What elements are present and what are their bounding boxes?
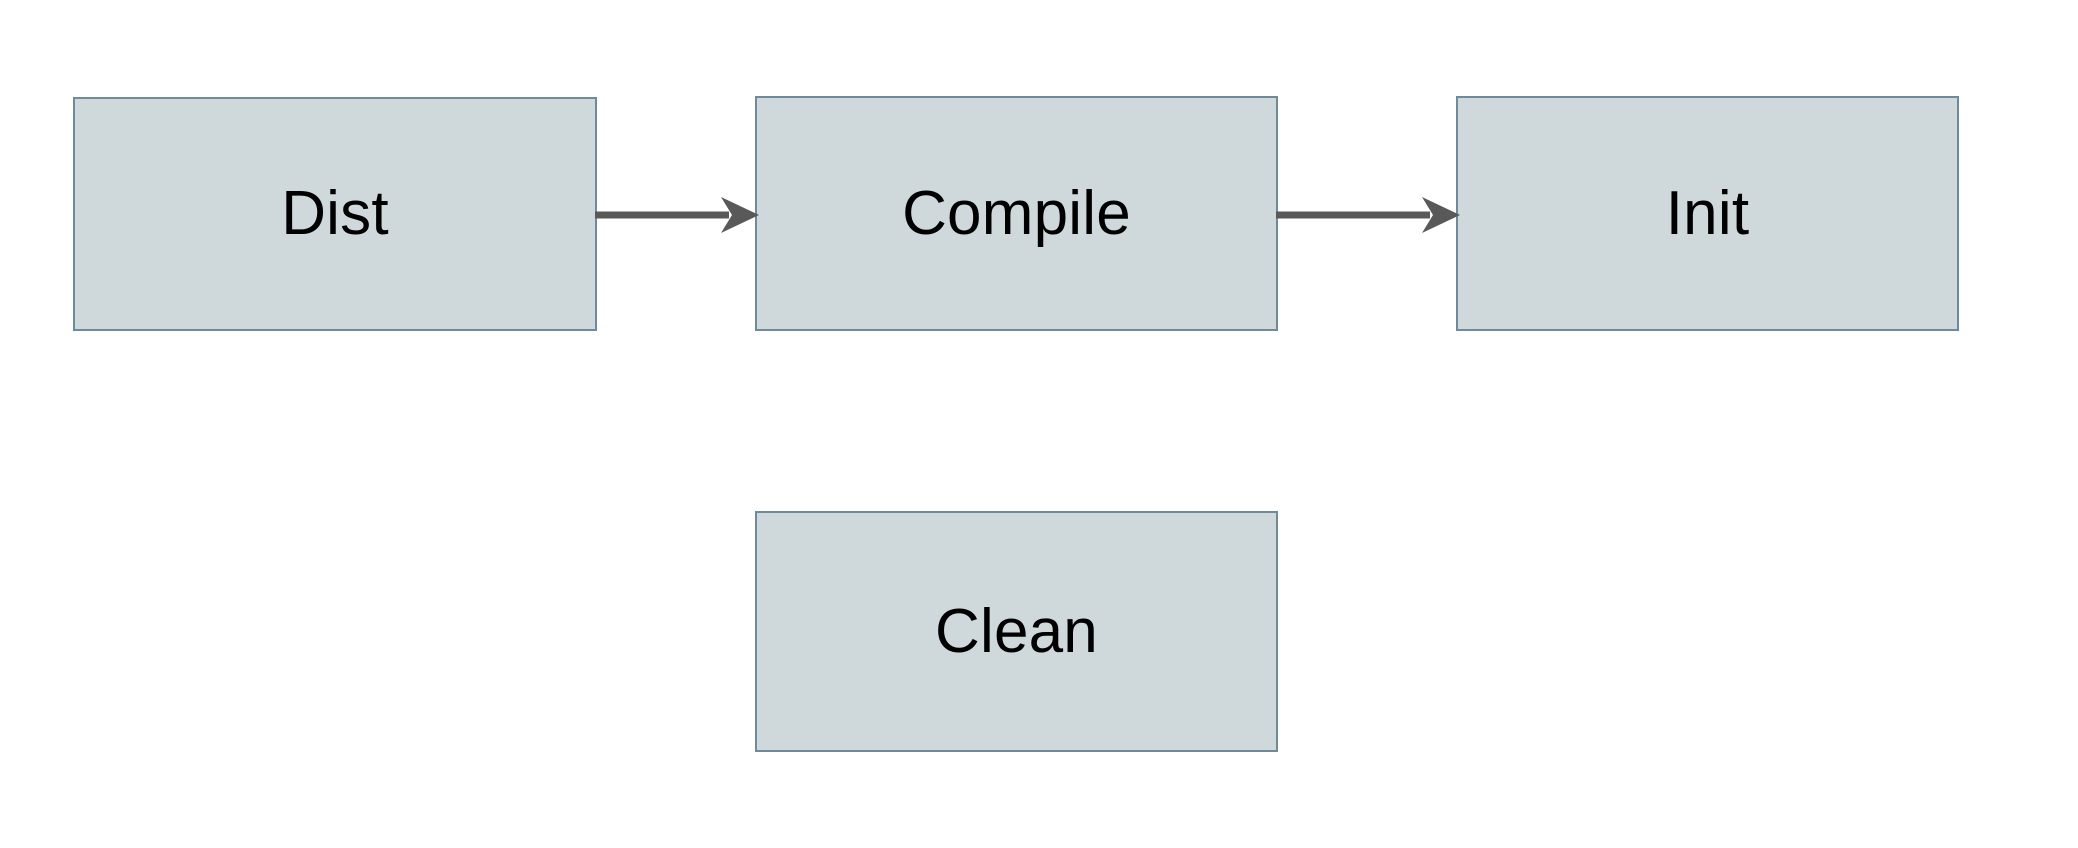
node-compile-label: Compile xyxy=(902,178,1131,248)
node-compile[interactable]: Compile xyxy=(755,96,1278,331)
node-init-label: Init xyxy=(1665,178,1750,248)
edge-compile-to-init[interactable] xyxy=(1276,194,1460,236)
edge-dist-to-compile[interactable] xyxy=(595,194,759,236)
node-dist[interactable]: Dist xyxy=(73,97,597,331)
node-clean-label: Clean xyxy=(935,596,1098,666)
node-clean[interactable]: Clean xyxy=(755,511,1278,752)
node-dist-label: Dist xyxy=(281,179,389,248)
node-init[interactable]: Init xyxy=(1456,96,1959,331)
